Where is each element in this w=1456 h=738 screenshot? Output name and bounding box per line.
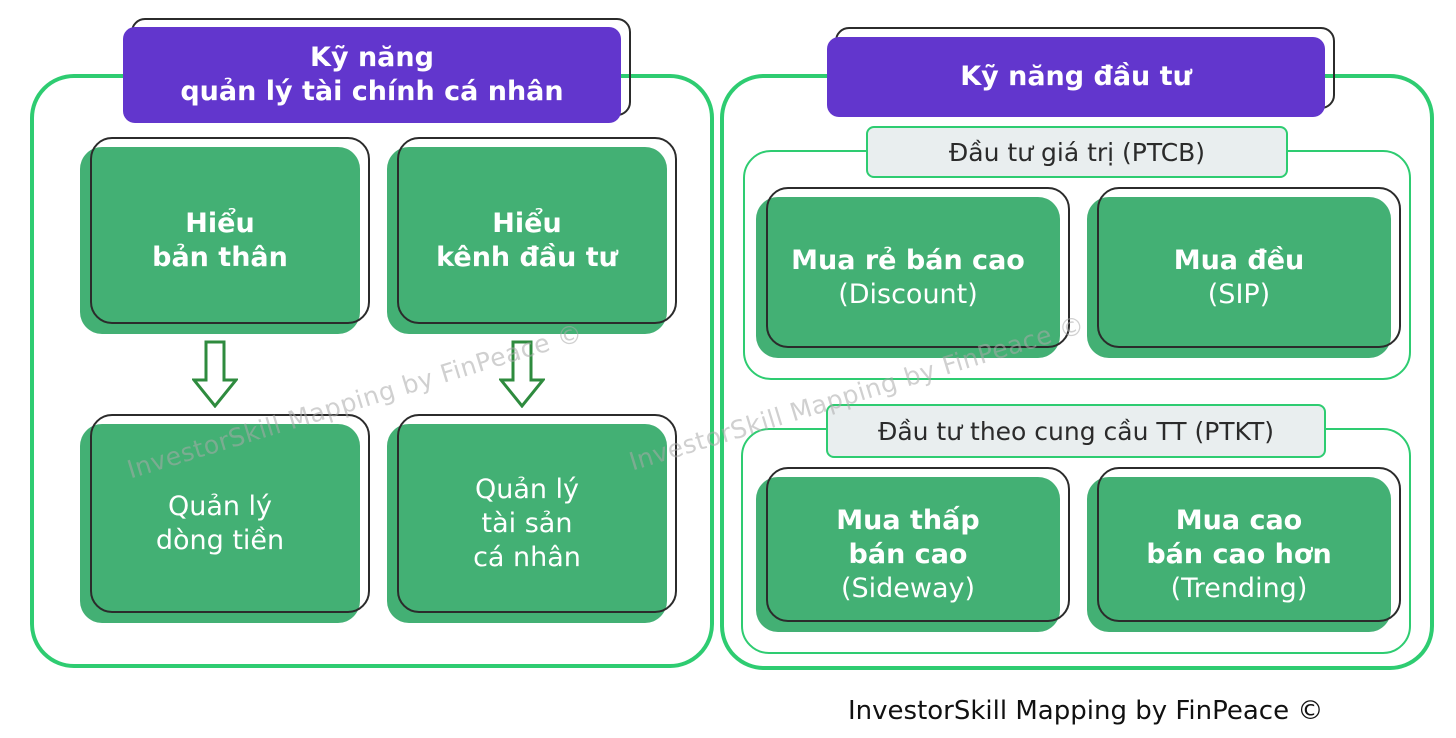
assets-line2: tài sản [481, 507, 573, 539]
assets-line1: Quản lý [474, 473, 580, 505]
discount-line2: (Discount) [838, 278, 978, 310]
footer-credit: InvestorSkill Mapping by FinPeace © [848, 696, 1324, 726]
sip-line2: (SIP) [1207, 278, 1271, 310]
discount-card: Mua rẻ bán cao (Discount) [756, 187, 1070, 358]
sip-card: Mua đều (SIP) [1087, 187, 1401, 358]
down-arrow-icon [192, 340, 238, 408]
understand-self-line2: bản thân [152, 241, 288, 273]
cashflow-line2: dòng tiền [155, 524, 285, 556]
down-arrow-icon [499, 340, 545, 408]
understand-channels-line2: kênh đầu tư [436, 241, 618, 273]
market-investing-label: Đầu tư theo cung cầu TT (PTKT) [826, 404, 1326, 458]
sideway-line2: bán cao [848, 538, 968, 570]
personal-finance-title: Kỹ năng quản lý tài chính cá nhân [123, 27, 621, 123]
understand-channels-card: Hiểu kênh đầu tư [387, 137, 677, 334]
cashflow-card: Quản lý dòng tiền [80, 414, 370, 623]
understand-self-card: Hiểu bản thân [80, 137, 370, 334]
trending-line1: Mua cao [1175, 504, 1303, 536]
assets-line3: cá nhân [473, 541, 581, 573]
trending-line2: bán cao hơn [1146, 538, 1332, 570]
trending-line3: (Trending) [1170, 572, 1308, 604]
understand-self-line1: Hiểu [185, 207, 255, 239]
discount-line1: Mua rẻ bán cao [791, 244, 1025, 276]
sip-line1: Mua đều [1173, 244, 1305, 276]
value-investing-label: Đầu tư giá trị (PTCB) [866, 126, 1288, 178]
cashflow-line1: Quản lý [167, 490, 273, 522]
investing-title: Kỹ năng đầu tư [827, 37, 1325, 117]
sideway-card: Mua thấp bán cao (Sideway) [756, 467, 1070, 632]
trending-card: Mua cao bán cao hơn (Trending) [1087, 467, 1401, 632]
sideway-line3: (Sideway) [840, 572, 976, 604]
sideway-line1: Mua thấp [836, 504, 980, 536]
assets-card: Quản lý tài sản cá nhân [387, 414, 677, 623]
understand-channels-line1: Hiểu [492, 207, 562, 239]
